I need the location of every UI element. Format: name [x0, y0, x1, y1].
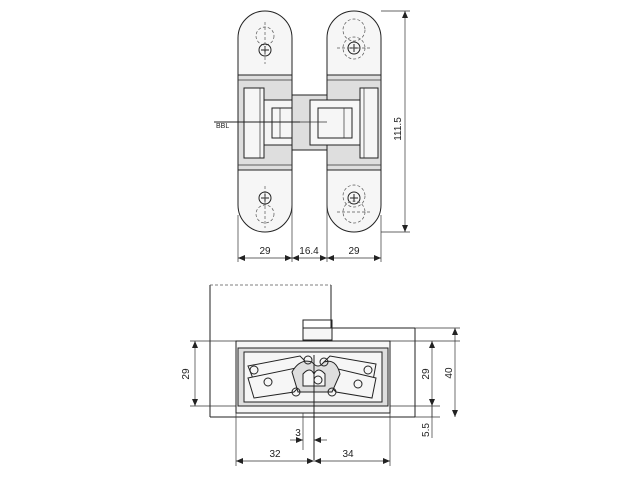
left-width-label: 29 [259, 246, 271, 257]
left-height-label: 29 [181, 368, 192, 380]
left-width-bottom-label: 32 [269, 449, 281, 460]
center-mechanism [263, 94, 361, 151]
screw-hole-left-top [255, 22, 275, 64]
linkage-arms [247, 355, 377, 399]
screw-hole-right-bottom [337, 184, 372, 224]
screw-hole-right-top [337, 18, 372, 60]
top-view: BBL 111.5 29 16.4 29 [214, 10, 410, 262]
height-dim-label: 111.5 [393, 117, 404, 141]
screw-hole-left-bottom [255, 186, 275, 228]
gap-width-label: 16.4 [299, 246, 319, 257]
right-width-bottom-label: 34 [342, 449, 354, 460]
offset-label: 3 [295, 428, 301, 439]
right-height-dimensions: 29 40 5.5 [390, 327, 460, 438]
right-offset-label: 5.5 [421, 423, 432, 437]
bottom-view: 29 29 40 5.5 3 32 [181, 284, 460, 466]
frame-outline [209, 284, 416, 418]
offset-dimension: 3 [290, 428, 327, 443]
right-width-label: 29 [348, 246, 360, 257]
width-dimensions-bottom: 32 34 [235, 413, 391, 466]
height-dimension: 111.5 [381, 10, 410, 233]
right-inner-height-label: 29 [421, 368, 432, 380]
left-height-dimension: 29 [181, 340, 236, 407]
bbl-label: BBL [216, 123, 229, 130]
right-outer-height-label: 40 [444, 367, 455, 379]
left-hinge-leaf [237, 10, 293, 233]
width-dimensions-top: 29 16.4 29 [237, 170, 382, 262]
